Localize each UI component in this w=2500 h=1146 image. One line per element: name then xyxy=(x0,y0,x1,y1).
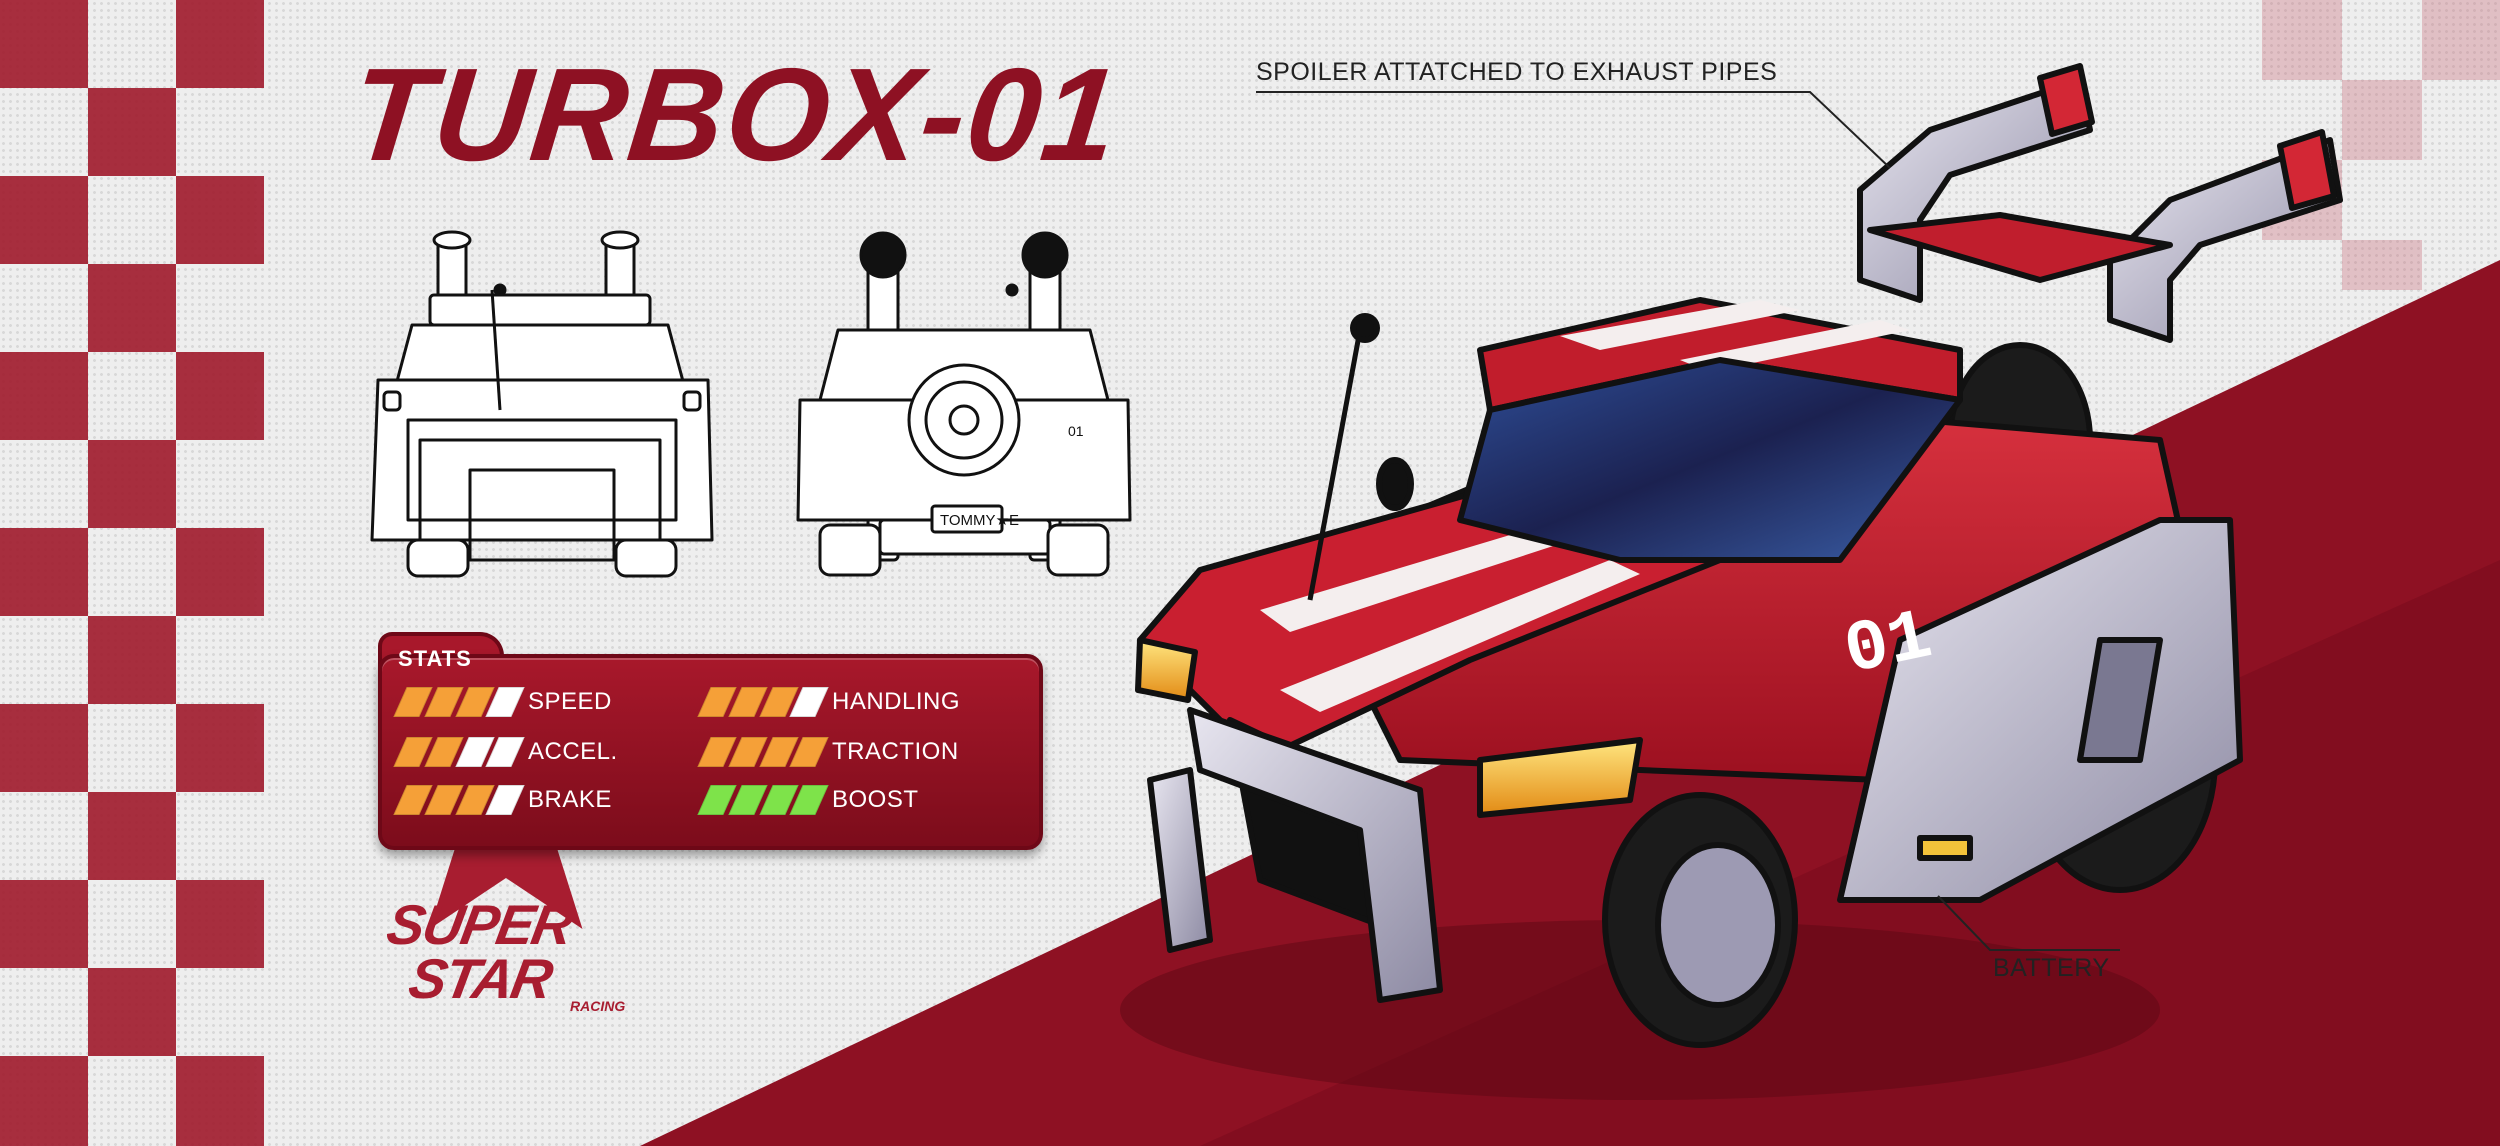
spoiler-wing xyxy=(1867,212,2173,283)
headlight-right xyxy=(1477,737,1643,818)
stat-bar xyxy=(393,785,525,815)
rear-badge-text: 01 xyxy=(1068,423,1084,439)
logo: SUPER STAR RACING xyxy=(380,890,680,1070)
stat-label: ACCEL. xyxy=(528,738,618,765)
stat-bar xyxy=(393,687,525,717)
car-number: 01 xyxy=(1838,595,1940,693)
logo-text-racing: RACING xyxy=(570,998,626,1014)
page-title: TURBOX-01 xyxy=(344,41,1126,188)
stat-bar xyxy=(697,687,829,717)
stat-bar xyxy=(697,737,829,767)
logo-text-star: STAR xyxy=(404,947,556,1010)
front-view-drawing xyxy=(370,230,714,578)
stat-row-brake: BRAKE xyxy=(393,782,612,818)
spoiler-callout-line xyxy=(1256,91,1891,169)
battery-housing xyxy=(1837,517,2243,903)
stat-label: TRACTION xyxy=(832,738,959,765)
stat-label: BOOST xyxy=(832,786,919,813)
stat-row-traction: TRACTION xyxy=(697,734,959,770)
windshield xyxy=(1457,357,1963,563)
stat-label: SPEED xyxy=(528,688,612,715)
front-bumper-bar xyxy=(1187,707,1443,1003)
stats-title: STATS xyxy=(398,646,472,671)
car-illustration xyxy=(1120,63,2343,1100)
stat-row-accel: ACCEL. xyxy=(393,734,618,770)
headlight-left xyxy=(1135,637,1198,703)
checkered-flag-pattern xyxy=(0,0,264,1146)
rear-view-drawing xyxy=(796,231,1132,577)
stat-bar xyxy=(393,737,525,767)
stat-label: BRAKE xyxy=(528,786,612,813)
battery-callout-line xyxy=(1937,895,2120,951)
battery-callout-text: BATTERY xyxy=(1993,954,2110,982)
stat-row-boost: BOOST xyxy=(697,782,919,818)
stat-bar xyxy=(697,785,829,815)
stat-label: HANDLING xyxy=(832,688,961,715)
license-plate-text: TOMMY★E xyxy=(940,512,1019,529)
stat-row-handling: HANDLING xyxy=(697,684,961,720)
stat-row-speed: SPEED xyxy=(393,684,612,720)
spoiler-callout-text: SPOILER ATTATCHED TO EXHAUST PIPES xyxy=(1256,58,1778,86)
